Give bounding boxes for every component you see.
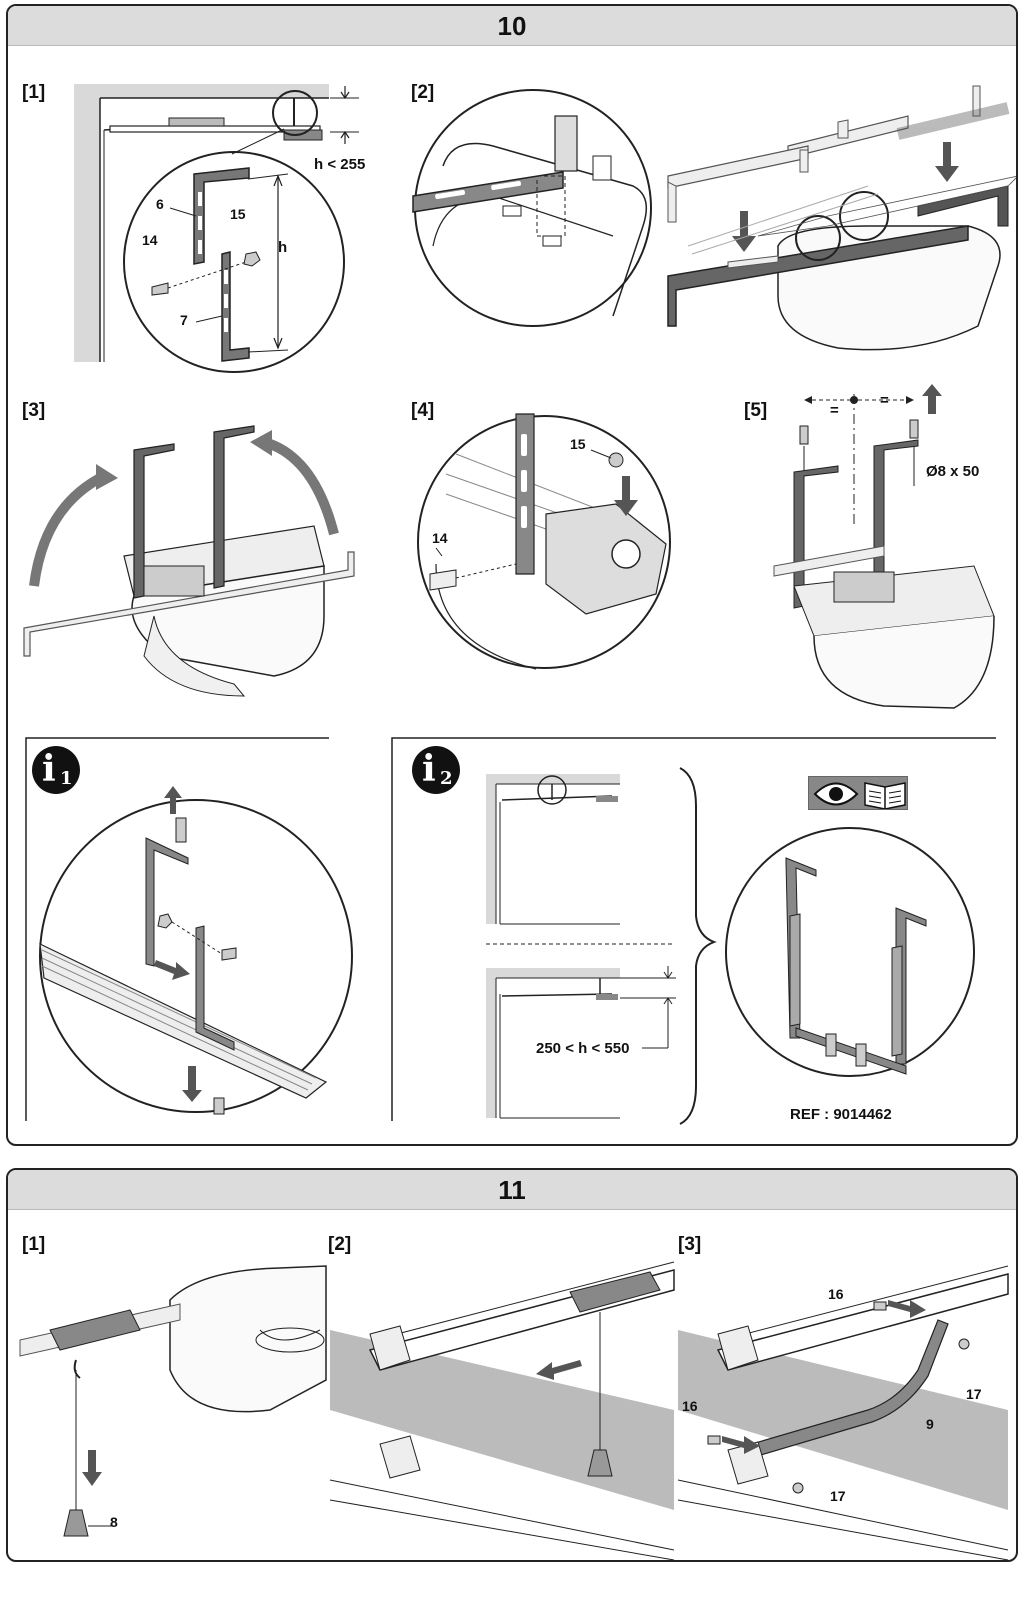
step-10-2-label: [2] [411,82,435,103]
figure-info-2-extension-bracket [725,827,975,1077]
figure-11-1-release-cord [19,1265,327,1537]
step-11-3-label: [3] [678,1234,702,1255]
label-part-15: 15 [230,206,246,222]
label-part-8: 8 [110,1514,118,1530]
label-part-7: 7 [180,312,188,328]
label-part-17-bottom: 17 [830,1488,846,1504]
section-11-header: 11 [8,1170,1016,1210]
label-height-range: 250 < h < 550 [536,1040,630,1057]
info-badge-1-number: 1 [60,768,73,789]
step-10-1-label: [1] [22,82,46,103]
info-badge-1-letter: i [42,748,56,790]
section-10: 10 [1] [2] [3] [4] [5] [6,4,1018,1146]
section-11-number: 11 [498,1175,526,1205]
step-11-2-label: [2] [328,1234,352,1255]
label-part-14: 14 [142,232,158,248]
step-10-5-label: [5] [744,400,768,421]
accessory-indicator [808,776,908,810]
info-box-1-frame [25,737,329,1121]
step-10-4-label: [4] [411,400,435,421]
figure-10-1-bracket-height [74,84,359,373]
figure-10-5-ceiling-fix [773,384,995,709]
figure-11-3-fit-arm [677,1265,1009,1560]
info-badge-2-number: 2 [440,768,453,789]
figure-info-2-height-variants [486,774,676,1119]
step-10-3-label: [3] [22,400,46,421]
manual-book-icon [864,782,906,809]
label-part-16-left: 16 [682,1398,698,1414]
label-part-9: 9 [926,1416,934,1432]
label-h-less-255: h < 255 [314,156,366,173]
label-part-6: 6 [156,196,164,212]
figure-info-1-rail-mount [39,786,353,1115]
label-equal-left: = [830,402,839,419]
info-badge-1: i 1 [32,746,80,794]
section-10-header: 10 [8,6,1016,46]
info-badge-2-letter: i [422,748,436,790]
figure-10-4-bolt-bracket [417,413,671,670]
info-badge-2: i 2 [412,746,460,794]
figure-10-2-brackets-to-motor [412,85,1016,351]
label-part-15-step4: 15 [570,436,586,452]
section-11: 11 [1] [2] [3] 8 [6,1168,1018,1562]
figure-11-2-slide-carriage [329,1261,675,1560]
figure-10-3-rotate-brackets [23,425,355,697]
reference-number: REF : 9014462 [790,1106,892,1123]
label-part-16-top: 16 [828,1286,844,1302]
label-screw-size: Ø8 x 50 [926,463,980,480]
step-11-1-label: [1] [22,1234,46,1255]
section-10-number: 10 [497,11,527,41]
info-box-2-frame [391,737,996,1121]
label-part-14-step4: 14 [432,530,448,546]
brace-divider [679,767,717,1125]
label-h: h [278,239,288,256]
label-equal-right: = [880,392,889,409]
eye-icon [813,782,859,806]
label-part-17-right: 17 [966,1386,982,1402]
